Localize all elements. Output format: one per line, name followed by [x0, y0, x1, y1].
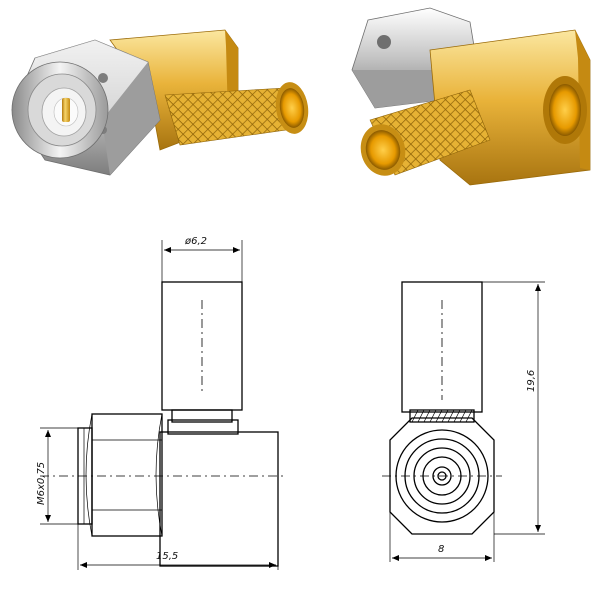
front-view-drawing: 19,6 8: [382, 281, 545, 562]
body-outline: [159, 431, 279, 567]
connector-photo-back: [351, 7, 591, 186]
nut-outline: [91, 413, 163, 537]
length-label: 15,5: [156, 551, 178, 562]
thread-label: M6x0,75: [36, 462, 47, 505]
width-label: 8: [438, 544, 444, 555]
diameter-label: ø6,2: [184, 236, 207, 247]
knurl-band: [409, 409, 475, 423]
side-view-drawing: ø6,2 M6x0,75 15,5: [36, 236, 285, 570]
connector-photo-front: [11, 29, 309, 176]
hex-nut-outline: [389, 417, 495, 535]
height-label: 19,6: [526, 370, 537, 392]
